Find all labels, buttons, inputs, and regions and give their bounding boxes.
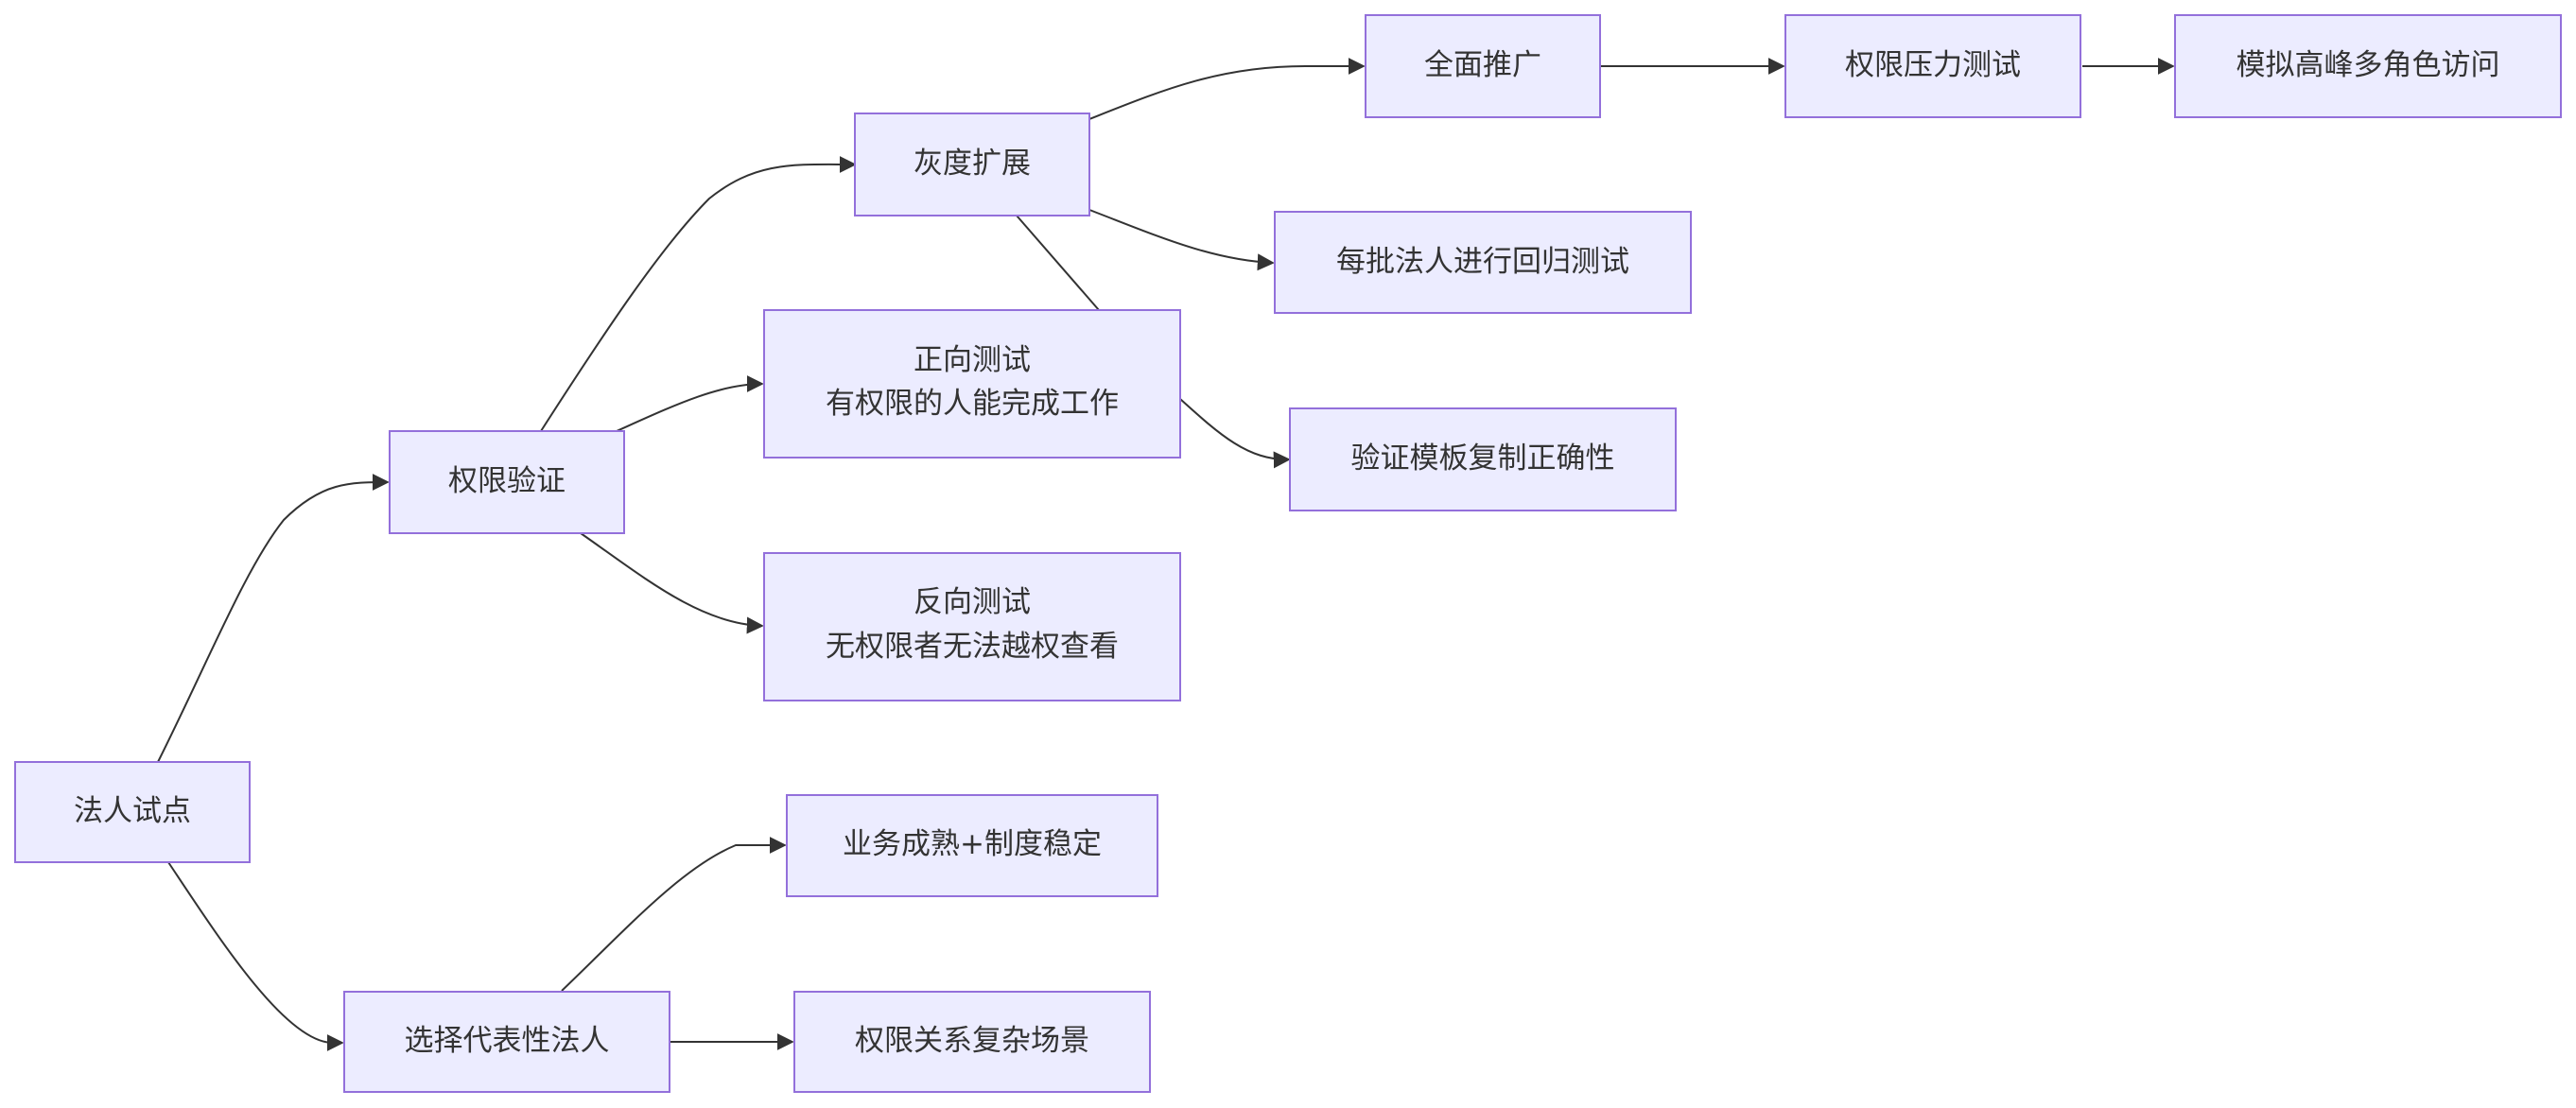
node-xuanze: 选择代表性法人 (343, 991, 670, 1093)
edge-faren-to-quanxian (157, 474, 390, 763)
node-faren: 法人试点 (14, 761, 251, 863)
node-guanxi: 权限关系复杂场景 (793, 991, 1151, 1093)
node-zhengxiang: 正向测试 有权限的人能完成工作 (763, 309, 1181, 459)
node-fanxiang-label-line1: 反向测试 (914, 585, 1031, 619)
edges (157, 58, 2175, 1051)
svg-text:权限验证: 权限验证 (448, 464, 566, 498)
edge-xuanze-to-yewu (561, 837, 787, 992)
node-yanzheng-label: 验证模板复制正确性 (1351, 441, 1615, 476)
svg-text:权限压力测试: 权限压力测试 (1845, 48, 2021, 82)
node-huidu-label: 灰度扩展 (914, 147, 1031, 181)
node-faren-label: 法人试点 (74, 794, 191, 828)
node-xuanze-label: 选择代表性法人 (405, 1024, 610, 1058)
svg-text:有权限的人能完成工作: 有权限的人能完成工作 (826, 387, 1119, 421)
svg-text:反向测试: 反向测试 (914, 585, 1031, 619)
node-yewu-label: 业务成熟+制度稳定 (843, 827, 1102, 861)
svg-text:灰度扩展: 灰度扩展 (914, 147, 1031, 181)
edge-huidu-to-meipi (1088, 209, 1275, 271)
node-moni: 模拟高峰多角色访问 (2174, 14, 2562, 118)
node-yali-label: 权限压力测试 (1845, 48, 2021, 82)
node-fanxiang: 反向测试 无权限者无法越权查看 (763, 552, 1181, 701)
node-quanxian: 权限验证 (389, 430, 625, 534)
node-yewu: 业务成熟+制度稳定 (786, 794, 1158, 897)
node-zhengxiang-label-line2: 有权限的人能完成工作 (826, 387, 1119, 421)
node-quanxian-label: 权限验证 (448, 464, 566, 498)
svg-text:模拟高峰多角色访问: 模拟高峰多角色访问 (2237, 48, 2500, 82)
svg-text:无权限者无法越权查看: 无权限者无法越权查看 (826, 630, 1119, 664)
node-yanzheng: 验证模板复制正确性 (1289, 407, 1677, 511)
node-huidu: 灰度扩展 (854, 113, 1090, 216)
svg-text:正向测试: 正向测试 (914, 343, 1031, 377)
edge-huidu-to-quanmian (1088, 58, 1366, 120)
edge-faren-to-xuanze (167, 861, 344, 1051)
node-fanxiang-label-line2: 无权限者无法越权查看 (826, 630, 1119, 664)
node-meipi-label: 每批法人进行回归测试 (1336, 245, 1629, 279)
node-yali: 权限压力测试 (1784, 14, 2081, 118)
edge-quanxian-to-fanxiang (580, 532, 764, 634)
nodes: 法人试点 权限验证 选择代表性法人 灰度扩展 正向测试 有权限的人能完成工作 反… (14, 14, 2562, 1093)
svg-text:验证模板复制正确性: 验证模板复制正确性 (1351, 441, 1615, 476)
node-moni-label: 模拟高峰多角色访问 (2237, 48, 2500, 82)
node-guanxi-label: 权限关系复杂场景 (855, 1024, 1089, 1058)
edge-quanxian-to-huidu (540, 155, 857, 432)
node-quanmian-label: 全面推广 (1424, 48, 1541, 82)
svg-text:业务成熟+制度稳定: 业务成熟+制度稳定 (843, 827, 1102, 861)
edge-huidu-to-zhengxiang (1016, 215, 1100, 311)
svg-text:权限关系复杂场景: 权限关系复杂场景 (855, 1024, 1089, 1058)
edge-zhengxiang-to-yanzheng (1179, 398, 1291, 469)
node-zhengxiang-label-line1: 正向测试 (914, 343, 1031, 377)
svg-text:每批法人进行回归测试: 每批法人进行回归测试 (1336, 245, 1629, 279)
edge-quanxian-to-zhengxiang (616, 375, 764, 432)
node-quanmian: 全面推广 (1365, 14, 1601, 118)
svg-text:全面推广: 全面推广 (1424, 48, 1541, 82)
svg-text:选择代表性法人: 选择代表性法人 (405, 1024, 610, 1058)
node-meipi: 每批法人进行回归测试 (1274, 211, 1692, 314)
svg-text:法人试点: 法人试点 (74, 794, 191, 828)
